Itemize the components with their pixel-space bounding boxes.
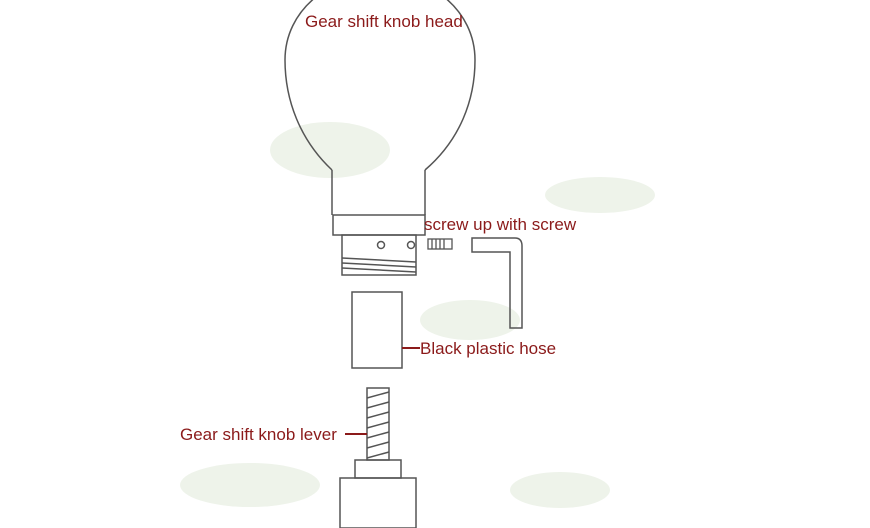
gear-knob-head xyxy=(284,0,476,236)
set-screw xyxy=(427,238,453,250)
allen-key xyxy=(471,237,523,329)
background-smudges xyxy=(180,122,655,508)
threaded-collar xyxy=(341,234,417,276)
plastic-hose xyxy=(351,291,403,369)
hose-label: Black plastic hose xyxy=(420,339,557,358)
gear-shift-lever xyxy=(339,387,417,528)
knob-head-label: Gear shift knob head xyxy=(305,12,463,31)
lever-label: Gear shift knob lever xyxy=(180,425,337,444)
leader-lines xyxy=(345,347,420,435)
screw-label: screw up with screw xyxy=(424,215,577,234)
